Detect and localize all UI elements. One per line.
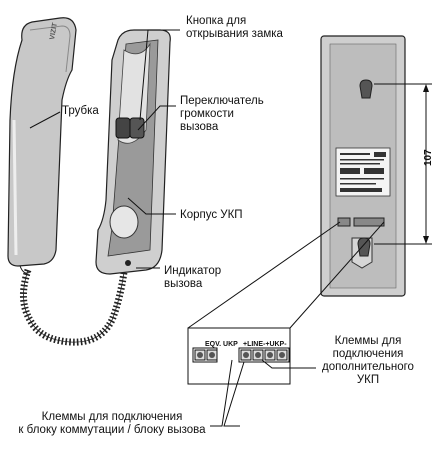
callout-lines: [29, 29, 316, 427]
brand-logo: VIZIT: [49, 22, 59, 41]
label-line: громкости: [180, 108, 234, 120]
label-line: подключения: [333, 348, 404, 360]
body-ukp-label: Корпус УКП: [180, 209, 243, 221]
terminal-right-label: +LINE-+UKP-: [243, 341, 287, 348]
terminal-block-zoom: EQV. UKP +LINE-+UKP-: [187, 221, 385, 385]
handset-drawing: VIZIT: [7, 17, 77, 274]
terminal-screw-head: [197, 352, 203, 358]
terminal-screw-head: [255, 352, 261, 358]
label-line: открывания замка: [186, 28, 284, 40]
terminal-screw-head: [209, 352, 215, 358]
label-line: Индикатор: [164, 265, 221, 277]
terminal-left-label: EQV. UKP: [205, 341, 238, 348]
label-line: дополнительного: [322, 361, 414, 373]
base-body-drawing: [95, 29, 171, 275]
rear-view-drawing: 107: [320, 35, 434, 297]
label-line: Трубка: [62, 105, 99, 117]
label-line: Клеммы для: [335, 335, 402, 347]
label-line: Клеммы для подключения: [42, 411, 183, 423]
handset-label: Трубка: [62, 105, 99, 117]
label-line: УКП: [357, 374, 379, 386]
label-line: к блоку коммутации / блоку вызова: [18, 424, 206, 436]
coiled-cord: [20, 268, 128, 346]
label-line: вызова: [164, 278, 203, 290]
label-line: вызова: [180, 121, 219, 133]
terminal-group-left: [192, 347, 218, 363]
label-line: Кнопка для: [186, 15, 246, 27]
label-line: Корпус УКП: [180, 209, 243, 221]
terminal-screw-head: [243, 352, 249, 358]
dimension-label: 107: [423, 149, 434, 166]
cord-core: [23, 269, 125, 343]
terminal-screw-head: [279, 352, 285, 358]
label-line: Переключатель: [180, 95, 264, 107]
terminal-screw-head: [267, 352, 273, 358]
